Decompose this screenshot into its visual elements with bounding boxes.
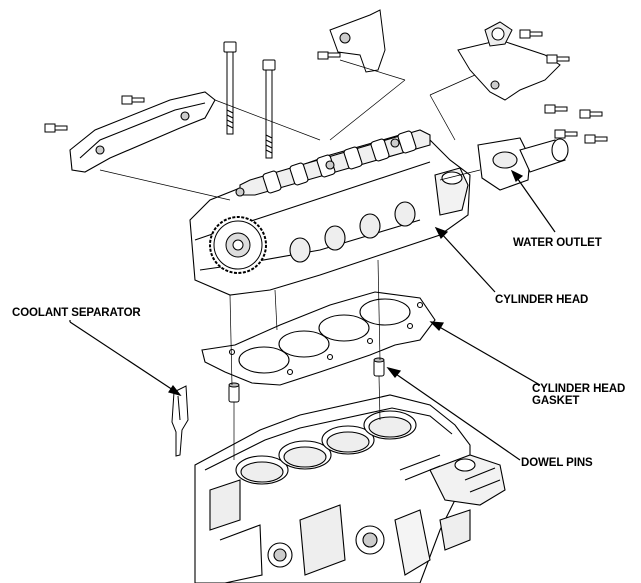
head-bolts xyxy=(223,41,276,159)
cam-sprocket xyxy=(209,216,267,274)
water-outlet-label: WATER OUTLET xyxy=(513,237,602,249)
coolant-separator xyxy=(171,385,189,457)
cylinder-head-gasket-label-line1: CYLINDER HEAD xyxy=(532,383,626,395)
alignment-lines xyxy=(99,59,481,460)
upper-cover xyxy=(69,91,216,173)
callout-arrows xyxy=(69,169,556,461)
small-bolts-right xyxy=(544,104,608,144)
engine-block xyxy=(194,394,506,583)
dowel-pins-label: DOWEL PINS xyxy=(521,457,593,469)
water-outlet-part xyxy=(477,137,569,191)
cylinder-head-gasket xyxy=(201,291,436,386)
right-bracket xyxy=(457,21,570,101)
small-bolts-left xyxy=(44,95,145,133)
coolant-separator-label: COOLANT SEPARATOR xyxy=(12,307,141,319)
cylinder-head-gasket-label-line2: GASKET xyxy=(532,395,580,407)
top-bracket xyxy=(317,9,386,73)
dowel-pins xyxy=(228,357,385,403)
cylinder-head-label: CYLINDER HEAD xyxy=(495,294,589,306)
